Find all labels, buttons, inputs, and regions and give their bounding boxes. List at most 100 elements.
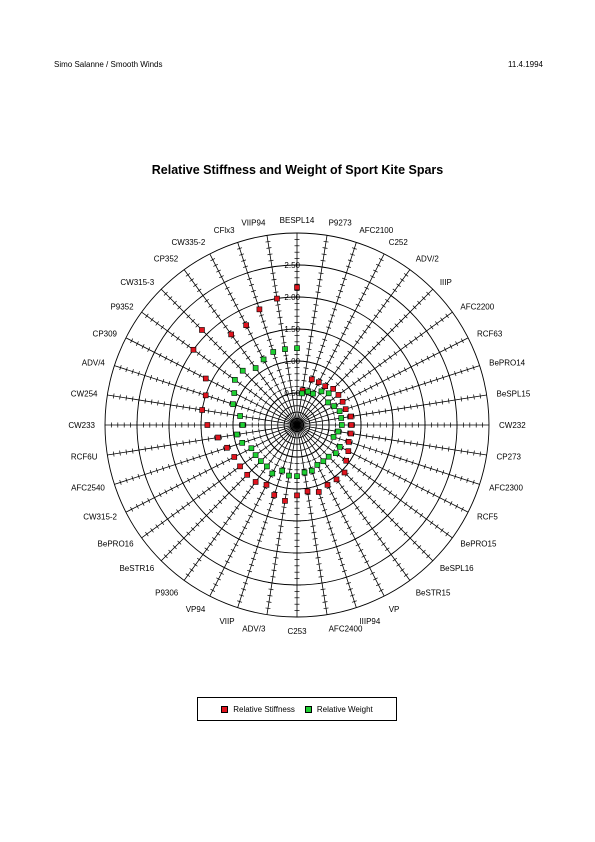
spoke-tick bbox=[255, 370, 263, 376]
spoke-tick bbox=[312, 310, 318, 312]
spoke-tick bbox=[407, 308, 414, 315]
spoke-tick bbox=[231, 359, 236, 364]
spoke-tick bbox=[388, 490, 392, 495]
spoke-tick bbox=[170, 332, 175, 337]
header-date: 11.4.1994 bbox=[508, 60, 543, 69]
category-label: CW315-3 bbox=[120, 278, 154, 287]
spoke-tick bbox=[172, 300, 177, 305]
legend-label-weight: Relative Weight bbox=[316, 704, 373, 714]
spoke-tick bbox=[351, 392, 357, 400]
spoke-tick bbox=[234, 506, 240, 510]
category-label: BeSPL16 bbox=[440, 564, 474, 573]
spoke-tick bbox=[209, 464, 214, 473]
weight-point bbox=[252, 365, 259, 371]
spoke-tick bbox=[282, 487, 291, 490]
weight-point bbox=[318, 388, 325, 395]
weight-point bbox=[301, 469, 308, 476]
spoke-tick bbox=[247, 569, 253, 573]
spoke-tick bbox=[386, 469, 390, 474]
spoke-tick bbox=[207, 486, 211, 492]
spoke-tick bbox=[278, 323, 284, 325]
weight-point bbox=[325, 453, 332, 460]
spoke-tick bbox=[239, 431, 241, 437]
spoke-tick bbox=[267, 253, 273, 256]
weight-point bbox=[294, 345, 300, 352]
spoke-tick bbox=[213, 341, 218, 346]
spoke-tick bbox=[235, 536, 243, 542]
spoke-tick bbox=[253, 545, 262, 549]
stiffness-point bbox=[244, 471, 251, 478]
spoke-tick bbox=[378, 362, 382, 368]
spoke-tick bbox=[176, 441, 178, 447]
legend-item-stiffness: Relative Stiffness bbox=[221, 705, 295, 714]
weight-point bbox=[331, 403, 337, 409]
spoke-tick bbox=[237, 600, 243, 603]
spoke-tick bbox=[131, 369, 134, 375]
category-label: BePRO14 bbox=[489, 359, 526, 368]
category-label: IIIP94 bbox=[359, 617, 380, 626]
spoke-tick bbox=[349, 253, 355, 256]
category-label: BeSTR15 bbox=[416, 588, 451, 597]
spoke-tick bbox=[267, 395, 272, 400]
spoke-tick bbox=[363, 387, 367, 393]
spoke-tick bbox=[312, 538, 318, 540]
spoke-tick bbox=[306, 500, 312, 502]
weight-point bbox=[325, 399, 331, 406]
spoke-tick bbox=[270, 575, 276, 578]
spoke-tick bbox=[363, 457, 367, 463]
spoke-tick bbox=[214, 409, 216, 415]
spoke-tick bbox=[287, 468, 293, 470]
spoke-tick bbox=[158, 492, 162, 498]
spoke-tick bbox=[423, 464, 426, 470]
spoke-tick bbox=[353, 364, 358, 369]
spoke-tick bbox=[272, 454, 277, 458]
spoke-tick bbox=[239, 315, 245, 319]
spoke-tick bbox=[131, 396, 134, 402]
spoke-tick bbox=[336, 337, 345, 342]
spoke-tick bbox=[285, 481, 291, 483]
spoke-tick bbox=[270, 272, 276, 275]
spoke-tick bbox=[381, 542, 386, 546]
spoke-tick bbox=[261, 405, 265, 410]
spoke-tick bbox=[212, 362, 216, 368]
spoke-tick bbox=[346, 320, 352, 324]
stiffness-point bbox=[333, 476, 340, 483]
spoke-tick bbox=[256, 497, 262, 501]
stiffness-point bbox=[341, 469, 348, 476]
spoke-tick bbox=[399, 527, 404, 532]
spoke-tick bbox=[347, 350, 352, 355]
spoke-tick bbox=[219, 571, 224, 575]
spoke-tick bbox=[216, 365, 222, 373]
spoke-tick bbox=[240, 477, 245, 482]
spoke-tick bbox=[349, 594, 355, 597]
spoke-tick bbox=[212, 309, 217, 313]
spoke-tick bbox=[245, 355, 251, 360]
spoke-tick bbox=[339, 376, 346, 383]
spoke-tick bbox=[242, 383, 248, 391]
spoke-tick bbox=[258, 416, 260, 422]
spoke-tick bbox=[152, 493, 157, 502]
spoke-tick bbox=[144, 398, 147, 404]
category-label: VP94 bbox=[186, 605, 206, 614]
spoke-tick bbox=[220, 434, 222, 440]
spoke-tick bbox=[356, 440, 360, 449]
spoke-tick bbox=[354, 340, 360, 344]
spoke-tick bbox=[303, 487, 312, 490]
stiffness-point bbox=[294, 284, 300, 291]
spoke-tick bbox=[345, 582, 351, 585]
spoke-tick bbox=[169, 400, 172, 409]
spoke-tick bbox=[375, 463, 379, 469]
spoke-tick bbox=[390, 405, 393, 414]
spoke-tick bbox=[222, 370, 227, 375]
spoke-tick bbox=[358, 549, 364, 552]
weight-point bbox=[314, 462, 321, 468]
spoke-tick bbox=[203, 512, 210, 519]
spoke-tick bbox=[161, 379, 165, 384]
category-label: ADV/2 bbox=[416, 255, 440, 264]
spoke-tick bbox=[278, 375, 284, 378]
spoke-tick bbox=[177, 305, 182, 310]
spoke-tick bbox=[251, 557, 256, 561]
stiffness-point bbox=[202, 392, 209, 399]
weight-point bbox=[336, 443, 343, 450]
spoke-tick bbox=[332, 545, 341, 549]
